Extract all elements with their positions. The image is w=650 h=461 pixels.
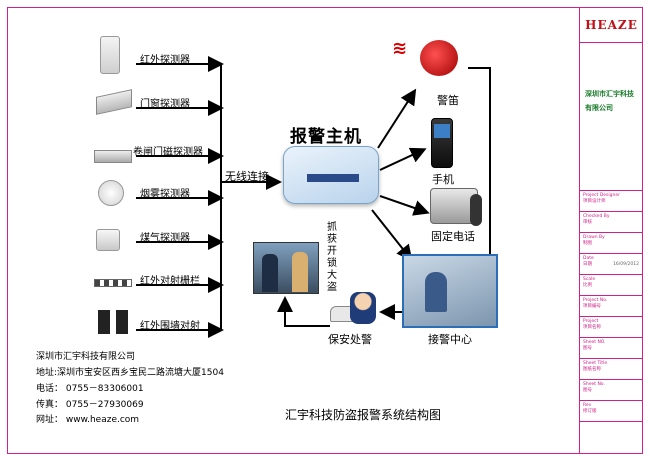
host-label: 报警主机 (290, 127, 362, 147)
detector-label: 烟雾探测器 (140, 189, 190, 200)
monitoring-center-photo (402, 254, 498, 328)
to-capture-arrow (277, 296, 330, 327)
security-guard-icon (350, 292, 376, 324)
title-block-row: Sheet No.图号 (580, 380, 643, 401)
diagram-caption: 汇宇科技防盗报警系统结构图 (285, 408, 442, 422)
company-logo: HEAZE (580, 7, 643, 43)
title-block-row-en: Rev (583, 403, 592, 408)
title-block-company: 深圳市汇宇科技有限公司 (580, 43, 643, 191)
title-block-row-cn: 项目名称 (583, 325, 601, 330)
title-block-row-cn: 图纸名称 (583, 367, 601, 372)
title-block-row: Sheet NO.图号 (580, 338, 643, 359)
title-block-row-cn: 比例 (583, 283, 592, 288)
title-block-row-en: Sheet NO. (583, 340, 606, 345)
security-label: 保安处警 (328, 333, 372, 346)
smoke-detector-icon (98, 180, 124, 206)
infrared-fence-icon (94, 279, 132, 287)
gas-detector-icon (96, 229, 120, 251)
operator-figure (425, 272, 447, 312)
wireless-label: 无线连接 (225, 170, 269, 183)
siren-waves-icon: ≋ (392, 38, 408, 59)
suspect-figure (292, 252, 308, 292)
contact-company: 深圳市汇宇科技有限公司 (36, 352, 136, 362)
title-block-row-en: Date (583, 256, 594, 261)
siren-label: 警笛 (437, 94, 459, 107)
police-figure (262, 254, 278, 292)
title-block-row-en: Project (583, 319, 599, 324)
title-block-row-cn: 日期 (583, 262, 592, 267)
to-center-arrow (371, 209, 413, 262)
title-block-row-en: Sheet Title (583, 361, 608, 366)
infrared-wall-beam-icon (98, 310, 128, 334)
to-siren-arrow (377, 88, 417, 149)
detector-label: 卷闸门磁探测器 (133, 147, 203, 158)
title-block-row-cn: 审核 (583, 220, 592, 225)
title-block-row-cn: 项目编号 (583, 304, 601, 309)
to-landline-arrow (379, 195, 430, 216)
alarm-host-panel (307, 174, 359, 182)
title-block-row-en: Checked By (583, 214, 610, 219)
contact-fax: 传真： 0755－27930069 (36, 400, 144, 410)
center-label: 接警中心 (428, 333, 472, 346)
contact-web: 网址： www.heaze.com (36, 415, 140, 425)
title-block-row-en: Project Designer (583, 193, 620, 198)
rolling-door-sensor-icon (94, 150, 132, 163)
title-block-row-cn: 图号 (583, 388, 592, 393)
title-block-row-en: Project No. (583, 298, 608, 303)
title-block-row-en: Drawn By (583, 235, 605, 240)
detector-label: 红外围墙对射 (140, 321, 200, 332)
to-mobile-arrow (379, 147, 427, 171)
contact-phone: 电话： 0755－83306001 (36, 384, 144, 394)
detector-label: 门窗探测器 (140, 99, 190, 110)
capture-label: 抓获开锁大盗 (327, 222, 337, 293)
detector-label: 煤气探测器 (140, 233, 190, 244)
title-block-row-en: Sheet No. (583, 382, 605, 387)
title-block-row-cn: 制图 (583, 241, 592, 246)
mobile-screen (434, 124, 450, 138)
title-block-row-value: 16/09/2012 (613, 262, 639, 267)
title-block-row-cn: 项目设计师 (583, 199, 606, 204)
siren-icon (420, 40, 458, 76)
title-block-row: Project No.项目编号 (580, 296, 643, 317)
title-block-row-cn: 修订版 (583, 409, 597, 414)
contact-address: 地址:深圳市宝安区西乡宝民二路流塘大厦1504 (36, 368, 224, 378)
mobile-label: 手机 (432, 173, 454, 186)
detector-label: 红外探测器 (140, 55, 190, 66)
drawing-frame (7, 7, 643, 454)
title-block-row-en: Scale (583, 277, 596, 282)
landline-label: 固定电话 (431, 230, 475, 243)
detector-label: 红外对射栅栏 (140, 276, 200, 287)
landline-handset (470, 194, 482, 226)
title-block-row-cn: 图号 (583, 346, 592, 351)
infrared-detector-icon (100, 36, 120, 74)
